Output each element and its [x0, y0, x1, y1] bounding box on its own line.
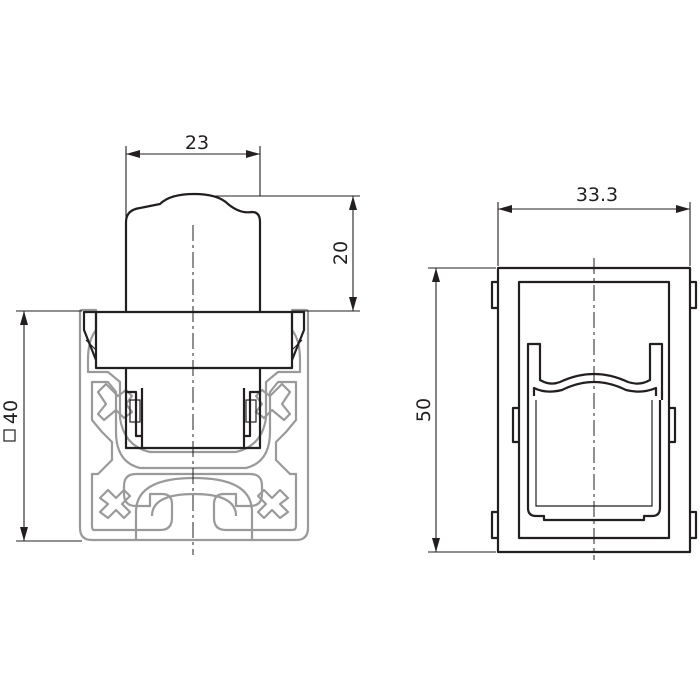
contact-box	[526, 400, 662, 522]
dimension-50: 50	[413, 267, 496, 553]
dimension-20: 20	[214, 195, 360, 312]
dimension-23: 23	[125, 132, 261, 222]
dim-label-50: 50	[413, 398, 435, 422]
dim-label-33-3: 33.3	[576, 184, 618, 206]
dimension-33-3: 33.3	[497, 184, 691, 266]
front-view: 23 20 40	[0, 132, 360, 555]
side-view: 33.3 50	[413, 184, 698, 560]
dim-label-20: 20	[330, 241, 352, 265]
aluminium-profile	[78, 308, 310, 542]
dim-label-40: 40	[0, 400, 22, 424]
clamp-bar	[94, 310, 294, 370]
square-symbol-icon	[3, 429, 16, 442]
housing-cap	[124, 192, 262, 312]
dimension-40: 40	[0, 310, 82, 542]
dim-label-23: 23	[185, 132, 209, 154]
